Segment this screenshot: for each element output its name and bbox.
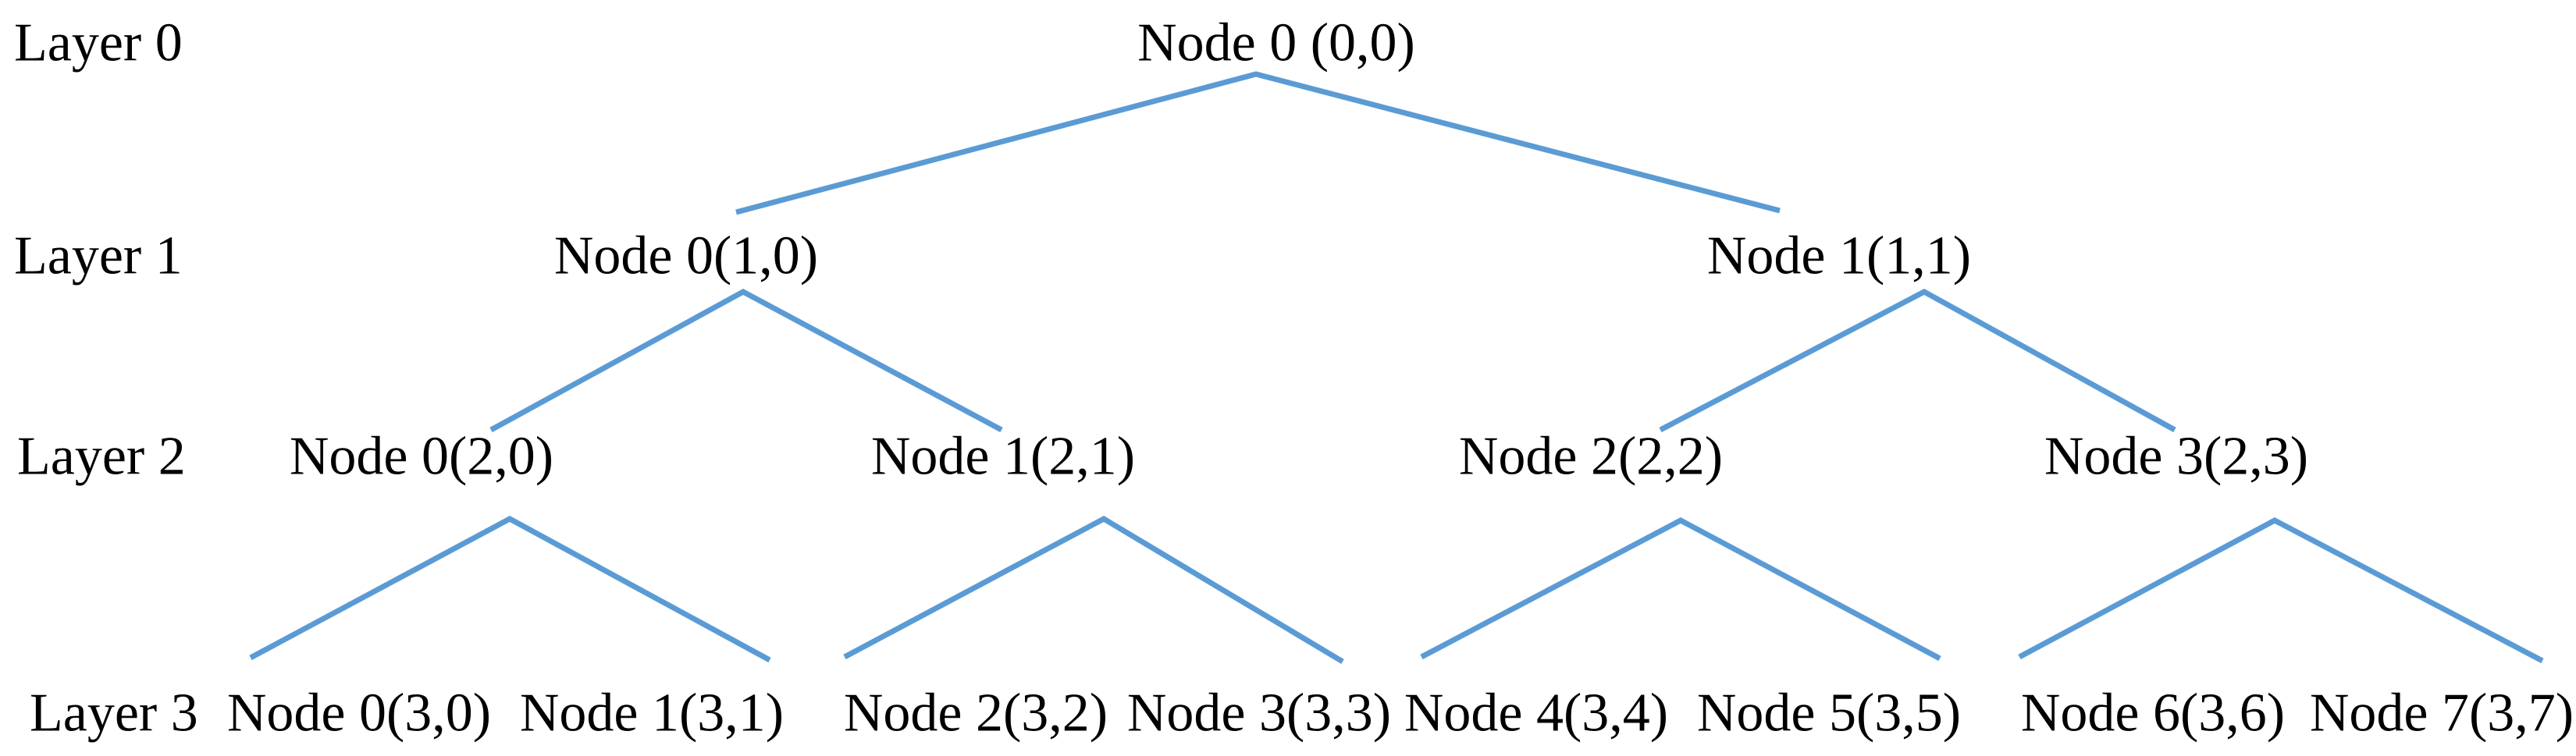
layer-2-label: Layer 2	[17, 426, 186, 487]
tree-edge-node-2-2	[1420, 517, 1941, 662]
tree-edge-node-2-0	[249, 516, 771, 663]
node-3-0: Node 0(3,0)	[226, 683, 492, 744]
tree-edge-node-0-0	[735, 71, 1781, 215]
node-3-1: Node 1(3,1)	[519, 683, 785, 744]
node-3-7: Node 7(3,7)	[2309, 683, 2574, 744]
node-3-4: Node 4(3,4)	[1404, 683, 1669, 744]
node-2-0: Node 0(2,0)	[289, 426, 554, 487]
node-3-5: Node 5(3,5)	[1696, 683, 1962, 744]
node-2-2: Node 2(2,2)	[1458, 426, 1724, 487]
node-3-2: Node 2(3,2)	[843, 683, 1108, 744]
layer-3-label: Layer 3	[30, 683, 198, 744]
tree-edge-node-1-0	[489, 289, 1003, 433]
node-0-0: Node 0 (0,0)	[1137, 12, 1415, 73]
layer-1-label: Layer 1	[14, 225, 183, 286]
tree-edge-node-2-3	[2018, 517, 2544, 664]
node-2-1: Node 1(2,1)	[870, 426, 1136, 487]
node-2-3: Node 3(2,3)	[2044, 426, 2309, 487]
tree-edge-node-2-1	[843, 515, 1344, 665]
node-3-6: Node 6(3,6)	[2020, 683, 2286, 744]
node-3-3: Node 3(3,3)	[1126, 683, 1392, 744]
tree-edge-node-1-1	[1659, 289, 2176, 433]
node-1-1: Node 1(1,1)	[1706, 225, 1972, 286]
node-1-0: Node 0(1,0)	[553, 225, 819, 286]
layer-0-label: Layer 0	[14, 12, 183, 73]
